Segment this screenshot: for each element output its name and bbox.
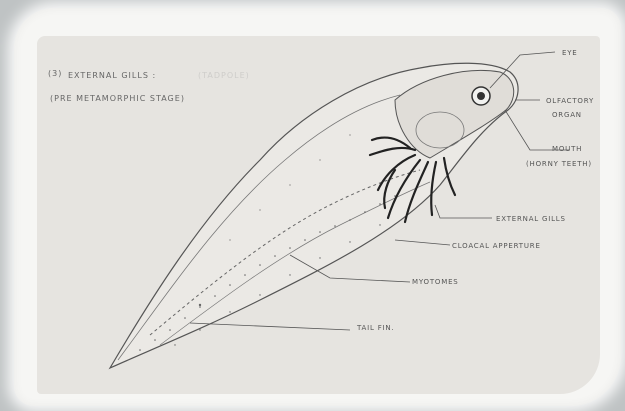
label-olfactory-line1: OLFACTORY (546, 97, 594, 105)
label-eye: EYE (562, 49, 578, 57)
label-mouth-line2: (HORNY TEETH) (526, 160, 592, 168)
label-olfactory-line2: ORGAN (552, 111, 582, 119)
diagram-title-faint: (TADPOLE) (198, 71, 250, 80)
label-mouth-line1: MOUTH (552, 145, 582, 153)
label-cloacal-aperture: CLOACAL APPERTURE (452, 242, 541, 250)
eye-pupil (477, 92, 485, 100)
label-external-gills: EXTERNAL GILLS (496, 215, 566, 223)
diagram-title: EXTERNAL GILLS : (68, 71, 156, 80)
label-myotomes: MYOTOMES (412, 278, 459, 286)
label-tail-fin: TAIL FIN. (356, 324, 394, 332)
diagram-subtitle: (PRE METAMORPHIC STAGE) (50, 94, 185, 103)
title-marker: (3) (48, 69, 62, 78)
